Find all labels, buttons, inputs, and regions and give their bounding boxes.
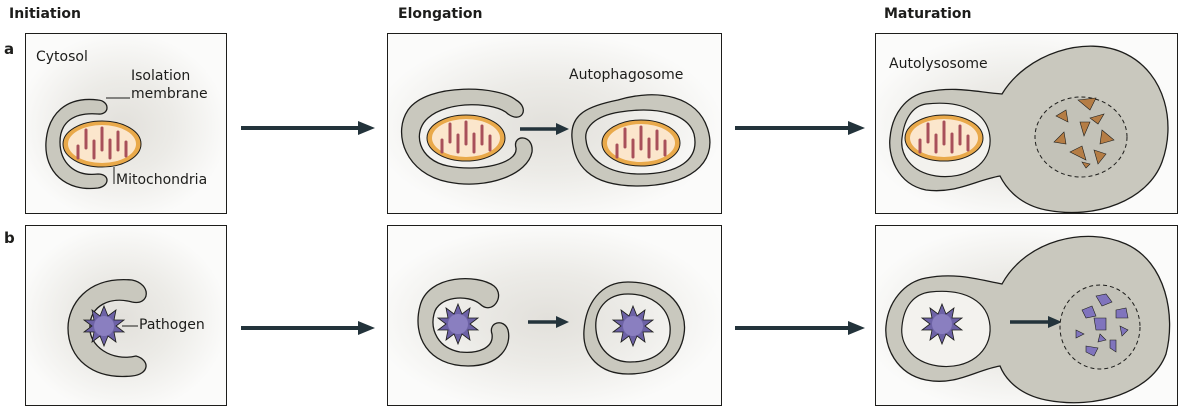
stage-title-elongation: Elongation [398, 6, 483, 22]
panel-b-elongation [387, 225, 722, 406]
inner-arrow [520, 123, 569, 135]
expanding-membrane [417, 277, 510, 367]
panel-a-elongation: Autophagosome [387, 33, 722, 214]
label-autophagosome: Autophagosome [569, 67, 684, 83]
panel-b-maturation [875, 225, 1178, 406]
autolysosome-diagram-a [889, 45, 1169, 213]
degradation-zone [1034, 96, 1128, 178]
pathogen [82, 304, 126, 348]
arrow-b-initiation-to-elongation [241, 321, 375, 335]
mitochondrion [426, 114, 506, 162]
pathogen [920, 302, 964, 346]
autophagosome [571, 94, 711, 187]
label-mitochondria: Mitochondria [116, 172, 208, 188]
degraded-fragments [1075, 293, 1129, 357]
inner-arrow [1010, 316, 1062, 328]
panel-b-initiation: Pathogen [25, 225, 227, 406]
row-label-b: b [4, 229, 15, 247]
panel-a-initiation: Cytosol Isolation membrane Mitochondria [25, 33, 227, 214]
stage-title-maturation: Maturation [884, 6, 972, 22]
pathogen-capture-diagram [67, 279, 147, 378]
label-autolysosome: Autolysosome [889, 56, 988, 72]
arrow-b-elongation-to-maturation [735, 321, 865, 335]
arrow-a-initiation-to-elongation [241, 121, 375, 135]
panel-a-maturation: Autolysosome [875, 33, 1178, 214]
label-cytosol: Cytosol [36, 49, 88, 65]
elongation-diagram-b [417, 277, 686, 375]
mitochondrion [62, 120, 142, 168]
pathogen [611, 304, 655, 348]
stage-title-initiation: Initiation [9, 6, 81, 22]
arrow-a-elongation-to-maturation [735, 121, 865, 135]
mitochondrion [904, 114, 984, 162]
mitochondrion [601, 119, 681, 167]
isolation-membrane [45, 98, 108, 190]
expanding-membrane [400, 88, 533, 185]
label-pathogen: Pathogen [139, 317, 205, 333]
label-isolation-line2: membrane [131, 86, 208, 102]
autophagosome [583, 281, 686, 375]
label-isolation-line1: Isolation [131, 68, 191, 84]
row-label-a: a [4, 40, 15, 58]
pathogen [436, 302, 480, 346]
isolation-membrane [67, 279, 147, 378]
inner-arrow [528, 316, 569, 328]
isolation-membrane-diagram [45, 97, 142, 190]
elongation-diagram-a [400, 88, 711, 187]
autolysosome-diagram-b [885, 235, 1171, 404]
degraded-fragments [1053, 97, 1115, 169]
